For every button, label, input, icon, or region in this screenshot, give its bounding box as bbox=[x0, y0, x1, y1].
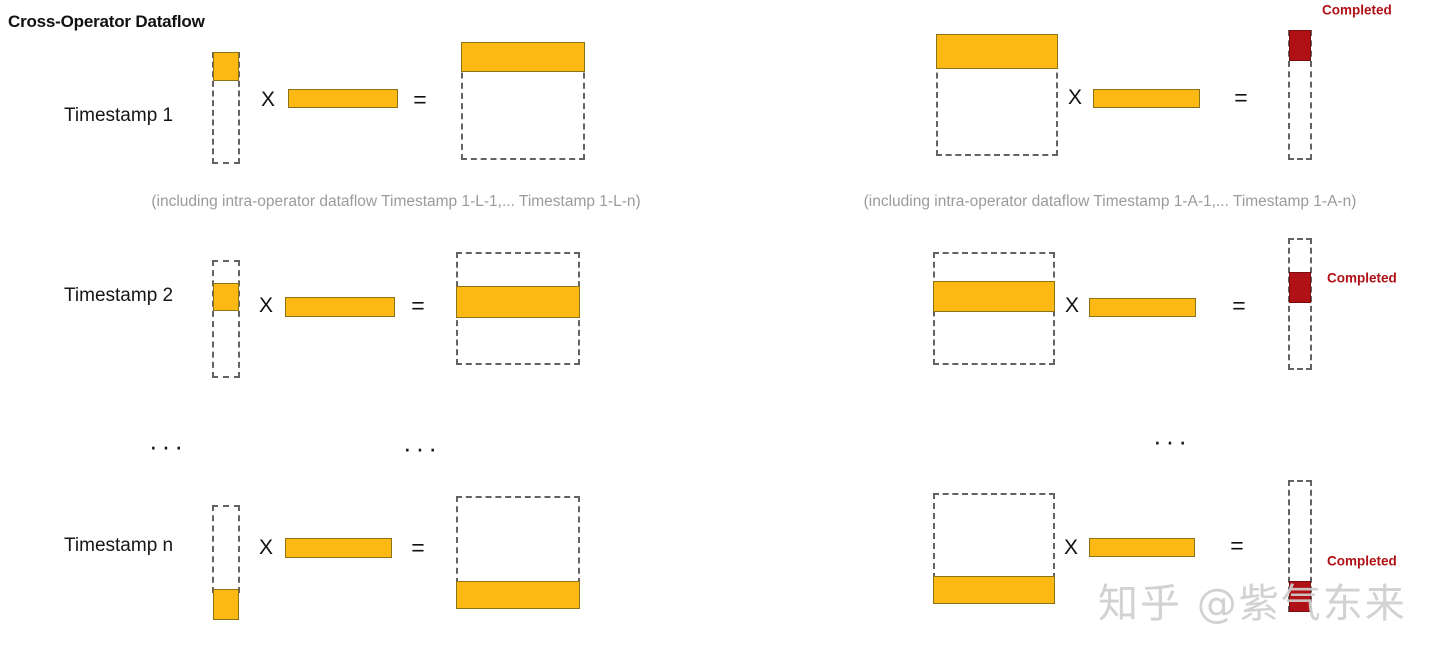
row1-right-equals-operator: = bbox=[1234, 84, 1248, 111]
row2-left-row-bar bbox=[285, 297, 395, 317]
row1-left-result-matrix-segment bbox=[461, 42, 585, 72]
page-title: Cross-Operator Dataflow bbox=[8, 12, 205, 31]
row2-right-result-column-segment bbox=[1289, 272, 1311, 303]
row1-right-caption: (including intra-operator dataflow Times… bbox=[863, 193, 1357, 210]
row1-left-row-bar bbox=[288, 89, 398, 108]
row1-right-matrix-segment bbox=[936, 34, 1058, 69]
row2-left-result-matrix-segment bbox=[456, 286, 580, 318]
row2-right-multiply-operator: X bbox=[1064, 294, 1080, 317]
watermark: 知乎 @紫气东来 bbox=[1098, 581, 1407, 627]
row1-left-equals-operator: = bbox=[413, 86, 427, 113]
row3-left-result-matrix-segment bbox=[456, 581, 580, 609]
row2-right-matrix-segment bbox=[933, 281, 1055, 312]
ellipsis-left-label: ··· bbox=[149, 431, 187, 461]
row3-left-equals-operator: = bbox=[411, 534, 425, 561]
row3-left-multiply-operator: X bbox=[258, 536, 274, 559]
row3-right-result-column-segment bbox=[1289, 581, 1311, 612]
row2-right-result-column-outline bbox=[1288, 238, 1312, 370]
row3-right-multiply-operator: X bbox=[1063, 536, 1079, 559]
row2-completed-label: Completed bbox=[1327, 270, 1397, 286]
row3-right-equals-operator: = bbox=[1230, 532, 1244, 559]
row3-left-row-bar bbox=[285, 538, 392, 558]
row1-right-result-column-segment bbox=[1289, 30, 1311, 61]
row3-left-result-matrix-outline bbox=[456, 496, 580, 584]
row-label-timestamp-1: Timestamp 1 bbox=[64, 105, 174, 126]
row-label-timestamp-n: Timestamp n bbox=[64, 535, 174, 556]
row2-right-row-bar bbox=[1089, 298, 1196, 317]
ellipsis-left-operands: ··· bbox=[403, 433, 441, 463]
row2-left-column-vector-segment bbox=[213, 283, 239, 311]
row2-right-equals-operator: = bbox=[1232, 292, 1246, 319]
row2-left-multiply-operator: X bbox=[258, 294, 274, 317]
row3-right-matrix-segment bbox=[933, 576, 1055, 604]
row3-right-matrix-outline bbox=[933, 493, 1055, 579]
row3-left-column-vector-outline bbox=[212, 505, 240, 593]
row3-completed-label: Completed bbox=[1327, 553, 1397, 569]
row-label-timestamp-2: Timestamp 2 bbox=[64, 285, 174, 306]
row1-left-column-vector-segment bbox=[213, 52, 239, 81]
row1-left-caption: (including intra-operator dataflow Times… bbox=[151, 193, 641, 210]
row3-left-column-vector-segment bbox=[213, 589, 239, 620]
row2-left-column-vector-outline bbox=[212, 260, 240, 378]
row1-right-row-bar bbox=[1093, 89, 1200, 108]
row2-left-equals-operator: = bbox=[411, 292, 425, 319]
ellipsis-right: ··· bbox=[1153, 426, 1191, 456]
row3-right-row-bar bbox=[1089, 538, 1195, 557]
row1-right-multiply-operator: X bbox=[1067, 86, 1083, 109]
row1-completed-label: Completed bbox=[1322, 2, 1392, 18]
row1-left-multiply-operator: X bbox=[260, 88, 276, 111]
